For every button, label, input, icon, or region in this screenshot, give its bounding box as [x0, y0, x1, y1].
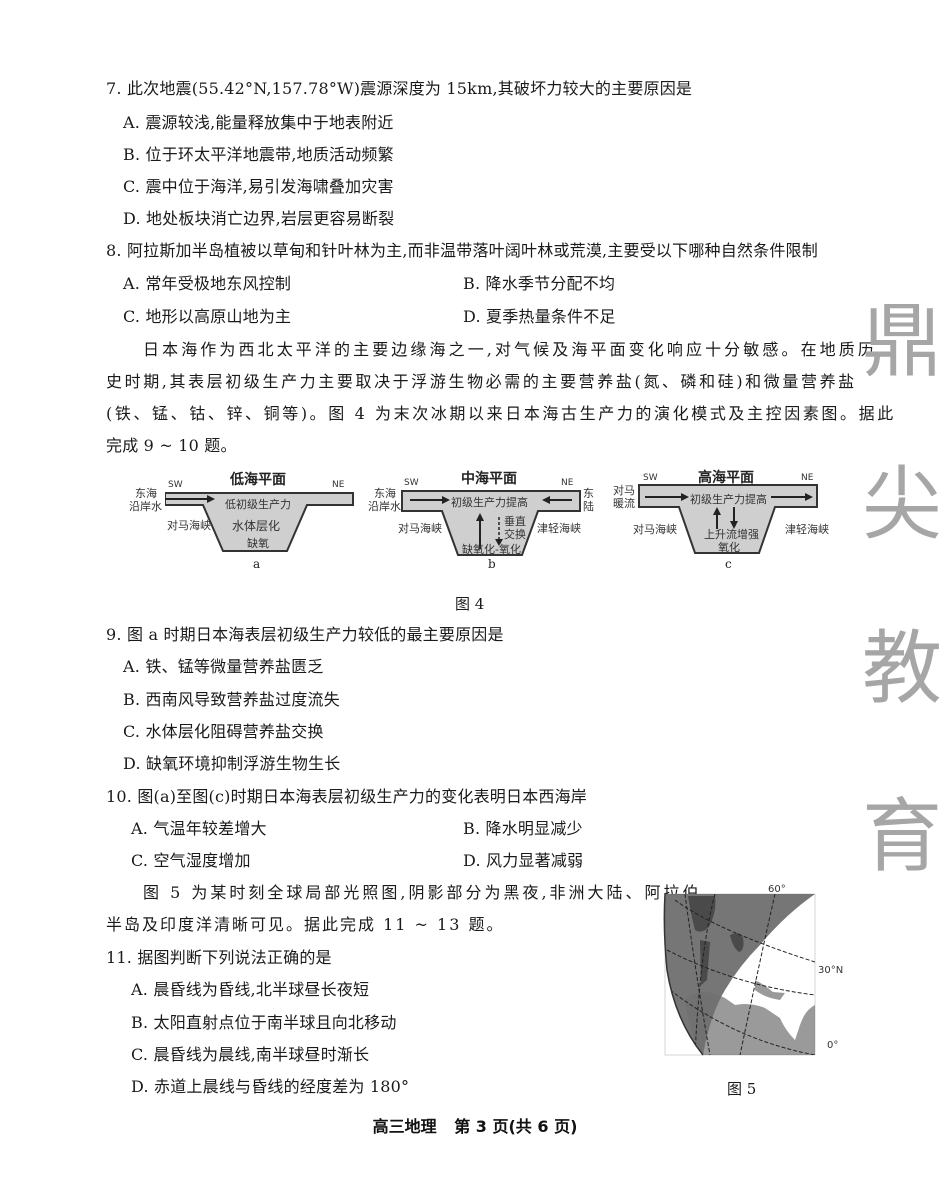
panel-b-inside-4: 缺氧化-氧化 [462, 543, 521, 556]
globe-illumination-map [663, 893, 816, 1056]
panel-c-title: 高海平面 [698, 470, 754, 486]
q7-option-c: C. 震中位于海洋,易引发海啸叠加灾害 [123, 177, 394, 196]
panel-b-right-label-2: 陆 [583, 500, 594, 513]
panel-a-inside-3: 缺氧 [247, 537, 269, 550]
passage1-line2: 史时期,其表层初级生产力主要取决于浮游生物必需的主要营养盐(氮、磷和硅)和微量营… [106, 372, 857, 391]
panel-b-strait-right: 津轻海峡 [537, 522, 581, 535]
q10-option-b: B. 降水明显减少 [463, 819, 583, 838]
panel-b-sw: SW [404, 478, 419, 488]
watermark-char-2: 尖 [862, 458, 942, 551]
q7-stem: 7. 此次地震(55.42°N,157.78°W)震源深度为 15km,其破坏力… [106, 79, 693, 98]
panel-a-ne: NE [332, 480, 345, 490]
panel-c-sw: SW [643, 473, 658, 483]
q9-option-a: A. 铁、锰等微量营养盐匮乏 [123, 657, 324, 676]
q10-stem: 10. 图(a)至图(c)时期日本海表层初级生产力的变化表明日本西海岸 [106, 787, 588, 806]
passage1-line4: 完成 9 ~ 10 题。 [106, 436, 237, 455]
panel-b-inside-1: 初级生产力提高 [451, 496, 528, 509]
q8-option-b: B. 降水季节分配不均 [463, 274, 616, 293]
watermark-char-4: 育 [862, 790, 942, 883]
watermark-char-1: 鼎 [862, 295, 942, 388]
q8-stem: 8. 阿拉斯加半岛植被以草甸和针叶林为主,而非温带落叶阔叶林或荒漠,主要受以下哪… [106, 241, 818, 260]
panel-b-strait-left: 对马海峡 [398, 522, 442, 535]
panel-a-inside-2: 水体层化 [232, 519, 281, 533]
q11-option-c: C. 晨昏线为晨线,南半球昼时渐长 [131, 1045, 370, 1064]
panel-a-left-label-2: 沿岸水 [129, 500, 162, 513]
panel-c-strait-left: 对马海峡 [633, 523, 677, 536]
panel-b-left-label-1: 东海 [374, 487, 396, 500]
panel-b-ne: NE [561, 478, 574, 488]
panel-a-id: a [253, 557, 261, 571]
label-60-degrees: 60° [768, 884, 786, 895]
q8-option-a: A. 常年受极地东风控制 [123, 274, 292, 293]
q8-option-c: C. 地形以高原山地为主 [123, 307, 292, 326]
panel-b-id: b [488, 557, 496, 571]
q9-option-c: C. 水体层化阻碍营养盐交换 [123, 722, 324, 741]
figure5-caption: 图 5 [727, 1080, 757, 1098]
panel-c-ne: NE [801, 473, 814, 483]
panel-c-left-label-1: 对马 [613, 484, 635, 497]
panel-a-left-label-1: 东海 [135, 487, 157, 500]
q8-option-d: D. 夏季热量条件不足 [463, 307, 616, 326]
q11-option-d: D. 赤道上晨线与昏线的经度差为 180° [131, 1077, 410, 1096]
watermark-char-3: 教 [862, 622, 942, 715]
page-footer: 高三地理 第 3 页(共 6 页) [0, 1113, 950, 1137]
label-equator: 0° [827, 1040, 839, 1051]
panel-b-basin [401, 490, 581, 556]
panel-a-sw: SW [168, 480, 183, 490]
figure4-caption: 图 4 [455, 595, 485, 613]
panel-a-inside-1: 低初级生产力 [225, 498, 291, 511]
panel-a-basin [165, 492, 354, 552]
panel-a-strait-left: 对马海峡 [167, 519, 211, 532]
q7-option-a: A. 震源较浅,能量释放集中于地表附近 [123, 113, 394, 132]
footer-subject: 高三地理 [372, 1117, 437, 1136]
figure5-map: 60° 30°N 0° [655, 884, 845, 1060]
panel-c-inside-2: 上升流增强 [704, 528, 759, 541]
q7-option-d: D. 地处板块消亡边界,岩层更容易断裂 [123, 209, 395, 228]
panel-b-title: 中海平面 [461, 471, 517, 487]
panel-b-left-label-2: 沿岸水 [368, 500, 401, 513]
q10-option-a: A. 气温年较差增大 [131, 819, 267, 838]
q7-option-b: B. 位于环太平洋地震带,地质活动频繁 [123, 145, 394, 164]
panel-c-left-label-2: 暖流 [613, 497, 635, 510]
q9-stem: 9. 图 a 时期日本海表层初级生产力较低的最主要原因是 [106, 625, 504, 644]
q11-stem: 11. 据图判断下列说法正确的是 [106, 948, 332, 967]
passage2-line2: 半岛及印度洋清晰可见。据此完成 11 ~ 13 题。 [106, 915, 505, 934]
panel-c-inside-1: 初级生产力提高 [690, 493, 767, 506]
panel-c-strait-right: 津轻海峡 [785, 523, 829, 536]
figure4-diagram: 低海平面 SW NE 东海 沿岸水 对马海峡 低初级生产力 水体层化 缺氧 a … [125, 465, 850, 580]
panel-c-id: c [725, 557, 732, 571]
panel-c-basin [638, 484, 818, 554]
passage1-line1: 日本海作为西北太平洋的主要边缘海之一,对气候及海平面变化响应十分敏感。在地质历 [143, 340, 877, 359]
q9-option-d: D. 缺氧环境抑制浮游生物生长 [123, 754, 341, 773]
label-30-north: 30°N [818, 965, 844, 976]
panel-a-title: 低海平面 [230, 472, 286, 488]
panel-c-inside-3: 氧化 [718, 541, 740, 554]
panel-b-right-label-1: 东 [583, 487, 594, 500]
panel-b-inside-2: 垂直 [504, 515, 526, 528]
footer-page-number: 第 3 页(共 6 页) [454, 1117, 578, 1136]
panel-b-inside-3: 交换 [504, 528, 526, 541]
q10-option-c: C. 空气湿度增加 [131, 851, 251, 870]
q10-option-d: D. 风力显著减弱 [463, 851, 584, 870]
q11-option-b: B. 太阳直射点位于南半球且向北移动 [131, 1013, 397, 1032]
passage2-line1: 图 5 为某时刻全球局部光照图,阴影部分为黑夜,非洲大陆、阿拉伯 [143, 883, 702, 902]
passage1-line3: (铁、锰、钴、锌、铜等)。图 4 为末次冰期以来日本海古生产力的演化模式及主控因… [106, 404, 896, 423]
q9-option-b: B. 西南风导致营养盐过度流失 [123, 690, 340, 709]
q11-option-a: A. 晨昏线为昏线,北半球昼长夜短 [131, 980, 370, 999]
